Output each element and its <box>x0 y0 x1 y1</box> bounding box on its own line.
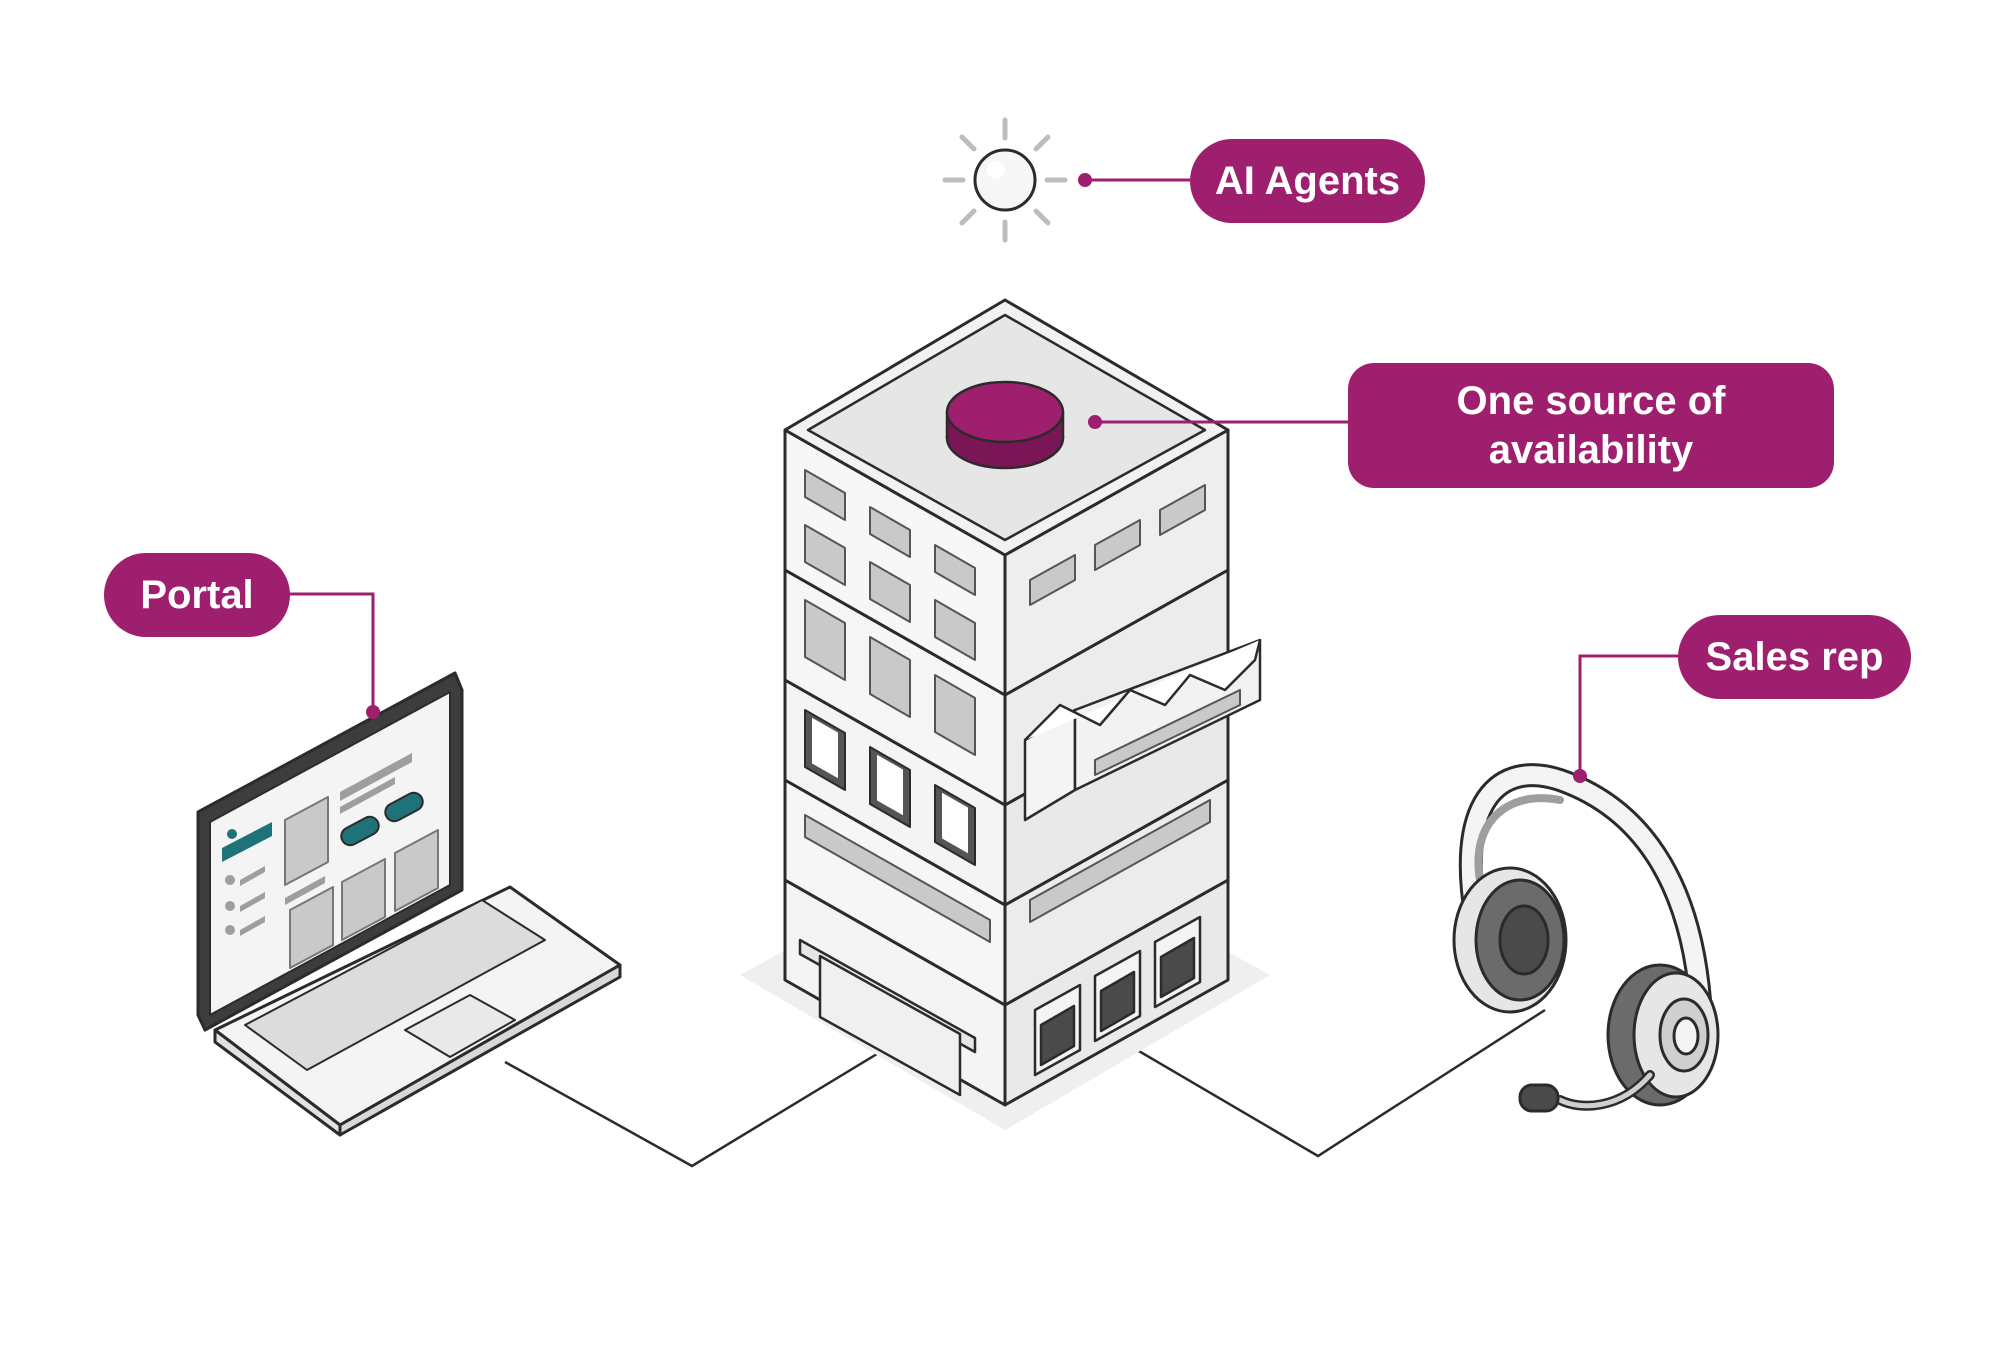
sun-sparkle-icon <box>942 117 1068 243</box>
label-one-source-of-availability: One source of availability <box>1348 363 1834 488</box>
dot-source <box>1088 415 1102 429</box>
connector-lines <box>504 1008 1546 1168</box>
dot-ai-agents <box>1078 173 1092 187</box>
label-ai-agents: AI Agents <box>1190 139 1425 223</box>
label-source-line-2: availability <box>1488 427 1694 472</box>
label-sales-rep: Sales rep <box>1678 615 1911 699</box>
callout-leaders <box>288 178 1678 776</box>
leader-sales-rep <box>1578 654 1678 776</box>
label-portal: Portal <box>104 553 290 637</box>
dot-sales-rep <box>1573 769 1587 783</box>
label-source-line-1: One source of <box>1456 378 1726 423</box>
warehouse-building-icon <box>740 298 1270 1130</box>
leader-portal <box>288 592 375 712</box>
connector-portal-to-hub <box>504 1038 901 1168</box>
callout-dots <box>366 173 1587 783</box>
label-ai-agents-text: AI Agents <box>1214 158 1401 203</box>
label-sales-rep-text: Sales rep <box>1705 634 1884 679</box>
label-portal-text: Portal <box>140 572 254 617</box>
laptop-icon <box>196 671 622 1137</box>
connector-hub-to-headset <box>1119 1008 1546 1158</box>
dot-portal <box>366 705 380 719</box>
headset-icon <box>1452 763 1720 1113</box>
